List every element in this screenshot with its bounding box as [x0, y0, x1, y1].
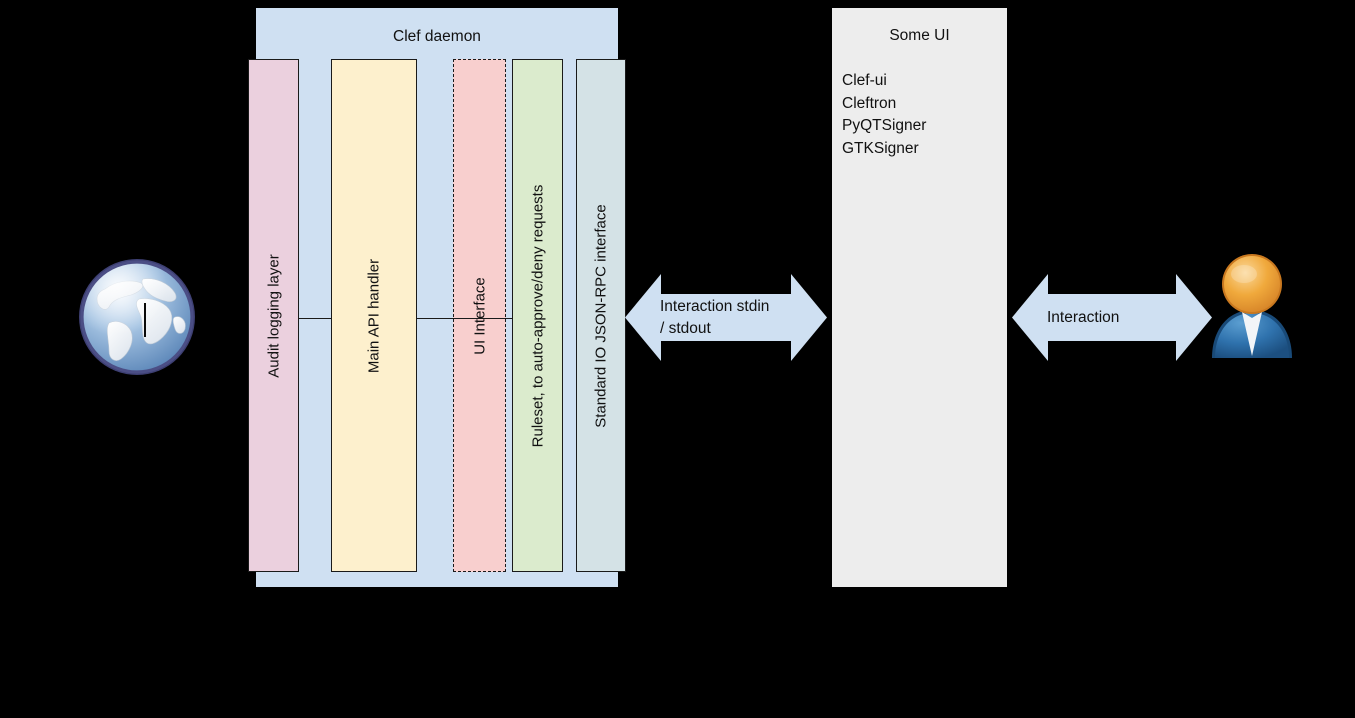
some-ui-box: Some UI Clef-ui Cleftron PyQTSigner GTKS…: [832, 8, 1007, 587]
column-audit-logging-layer[interactable]: Audit logging layer: [248, 59, 299, 572]
column-main-api-handler[interactable]: Main API handler: [331, 59, 417, 572]
some-ui-title: Some UI: [889, 27, 950, 44]
stdio-arrow-label-line2: / stdout: [660, 319, 711, 337]
list-item: Clef-ui: [842, 72, 887, 89]
stdio-arrow: Interaction stdin / stdout: [625, 272, 827, 363]
column-label: Audit logging layer: [265, 253, 282, 378]
column-label: Main API handler: [365, 258, 383, 373]
column-ui-interface[interactable]: UI Interface: [453, 59, 506, 572]
column-label: Ruleset, to auto-approve/deny requests: [529, 184, 546, 447]
clef-daemon-box: Clef daemon: [256, 8, 618, 587]
column-label: UI Interface: [471, 276, 488, 355]
list-item: Cleftron: [842, 94, 897, 112]
list-item: GTKSigner: [842, 139, 919, 157]
user-icon: [1206, 252, 1298, 360]
list-item: PyQTSigner: [842, 117, 927, 134]
clef-daemon-title: Clef daemon: [393, 28, 481, 45]
column-standard-io-jsonrpc-interface[interactable]: Standard IO JSON-RPC interface: [576, 59, 626, 572]
globe-connector-tick: [144, 303, 146, 337]
column-ruleset[interactable]: Ruleset, to auto-approve/deny requests: [512, 59, 563, 572]
connector-audit-to-api: [298, 318, 332, 319]
interaction-arrow-label-line1: Interaction: [1047, 308, 1120, 326]
some-ui-list: Clef-ui Cleftron PyQTSigner GTKSigner: [842, 70, 926, 160]
connector-api-to-ruleset: [416, 318, 513, 319]
interaction-arrow: Interaction: [1012, 272, 1212, 363]
globe-icon: [75, 255, 199, 379]
column-label: Standard IO JSON-RPC interface: [592, 203, 610, 428]
interaction-arrow-label: Interaction: [1047, 307, 1119, 329]
stdio-arrow-label: Interaction stdin / stdout: [660, 296, 769, 340]
stdio-arrow-label-line1: Interaction stdin: [660, 297, 770, 315]
